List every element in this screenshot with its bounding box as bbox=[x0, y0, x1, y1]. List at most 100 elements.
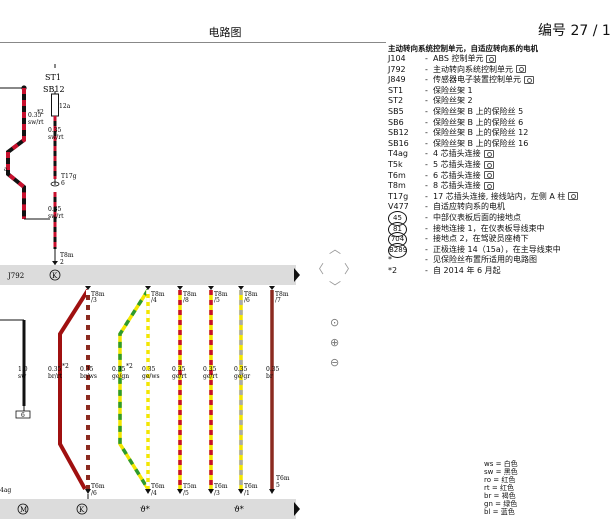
sensor-symbol-1: ϑ* bbox=[140, 505, 150, 514]
camera-icon[interactable] bbox=[486, 54, 497, 63]
wire-size-label: 0.35 bbox=[203, 366, 217, 373]
upper-pin-number: /6 bbox=[244, 297, 250, 304]
component-band-j792 bbox=[0, 265, 296, 285]
page-number: 编号 27 / 1 bbox=[538, 23, 610, 39]
camera-icon[interactable] bbox=[483, 160, 494, 169]
legend-dash: - bbox=[425, 149, 428, 159]
legend-dash: - bbox=[425, 202, 428, 212]
svg-text:sw/rt: sw/rt bbox=[48, 134, 64, 141]
lower-pin-number: /4 bbox=[151, 490, 157, 497]
legend-dash: - bbox=[425, 244, 428, 254]
camera-icon[interactable] bbox=[483, 181, 494, 190]
header-divider bbox=[0, 42, 386, 43]
camera-icon[interactable] bbox=[524, 75, 534, 84]
wire-size-label: 0.35 bbox=[234, 366, 248, 373]
legend-dash: - bbox=[425, 170, 428, 180]
band-arrow-right bbox=[294, 268, 300, 282]
legend-desc: 6 芯插头连接 bbox=[433, 171, 494, 181]
lower-pin-label: T5m bbox=[183, 483, 197, 490]
legend-code: T17g bbox=[388, 191, 409, 201]
label-j792: J792 bbox=[7, 272, 24, 280]
upper-pin-number: /3 bbox=[91, 297, 97, 304]
pan-left-button[interactable]: 〈 bbox=[312, 262, 325, 276]
camera-icon[interactable] bbox=[516, 65, 526, 74]
wire-ge-gn bbox=[118, 289, 150, 490]
zoom-fit-button[interactable]: ⊙ bbox=[330, 316, 340, 329]
legend-dash: - bbox=[425, 160, 428, 169]
legend-dash: - bbox=[425, 85, 428, 95]
upper-pin-number: /7 bbox=[275, 297, 281, 304]
upper-pin-label: T8m bbox=[275, 291, 289, 298]
legend-dash: - bbox=[425, 54, 428, 63]
wire-color-label: ge/gn bbox=[112, 373, 129, 380]
camera-icon[interactable] bbox=[483, 149, 494, 158]
legend-code: J104 bbox=[388, 54, 406, 63]
legend-code: J792 bbox=[388, 64, 406, 74]
color-key-item: sw = 黑色 bbox=[484, 468, 518, 476]
legend-desc: 4 芯插头连接 bbox=[433, 149, 494, 159]
legend-code: * bbox=[388, 255, 392, 265]
svg-text:sw/rt: sw/rt bbox=[48, 213, 64, 220]
legend-dash: - bbox=[425, 117, 428, 127]
legend-desc: 接地点 2，在驾驶员座椅下 bbox=[433, 234, 529, 244]
legend-code: ST2 bbox=[388, 96, 404, 106]
color-key-item: bl = 蓝色 bbox=[484, 508, 515, 516]
zoom-in-button[interactable]: ⊕ bbox=[330, 336, 340, 349]
legend-desc: 保险丝架 B 上的保险丝 5 bbox=[433, 107, 524, 116]
connector-t17g bbox=[50, 181, 60, 187]
legend-desc: 保险丝架 B 上的保险丝 12 bbox=[433, 128, 529, 138]
svg-text:M: M bbox=[20, 506, 27, 514]
pan-down-button[interactable]: ﹀ bbox=[329, 280, 342, 294]
camera-icon[interactable] bbox=[483, 171, 494, 180]
legend-dash: - bbox=[425, 138, 428, 148]
page-title: 电路图 bbox=[208, 26, 242, 39]
svg-text:0.35: 0.35 bbox=[48, 127, 62, 134]
legend-desc: 5 芯插头连接 bbox=[433, 160, 494, 170]
wire-color-label: br bbox=[266, 373, 273, 380]
wiring-diagram: K 6 M ST1 SB12 12a 0.35 *2 sw/rt 0.35 sw… bbox=[0, 64, 300, 519]
color-key-item: gn = 绿色 bbox=[484, 500, 518, 508]
legend-desc: 接地连接 1，在仪表板导线束中 bbox=[433, 223, 545, 233]
legend-desc: 自 2014 年 6 月起 bbox=[433, 266, 501, 275]
legend-dash: - bbox=[425, 181, 428, 191]
wire-size-label: 0.35 bbox=[112, 366, 126, 373]
legend-desc: 17 芯插头连接, 接线站内，左侧 A 柱 bbox=[433, 192, 579, 202]
upper-pin-number: /8 bbox=[183, 297, 189, 304]
upper-pin-arrows bbox=[85, 286, 275, 494]
lower-pin-number: /6 bbox=[91, 490, 97, 497]
legend-code: T8m bbox=[388, 181, 406, 191]
wire-sw-rt-left bbox=[6, 88, 26, 219]
band-arrow-right-bottom bbox=[294, 502, 300, 516]
zoom-out-button[interactable]: ⊖ bbox=[330, 356, 340, 369]
legend-dash: - bbox=[425, 107, 428, 116]
wire-size-label: 0.35 bbox=[172, 366, 186, 373]
wire-color-label: ge/rt bbox=[172, 373, 187, 380]
legend-code: SB16 bbox=[388, 138, 409, 148]
svg-text:0.35: 0.35 bbox=[48, 206, 62, 213]
camera-icon[interactable] bbox=[568, 192, 579, 201]
svg-text:6: 6 bbox=[61, 180, 65, 187]
upper-pin-label: T8m bbox=[151, 291, 165, 298]
upper-pin-number: /5 bbox=[214, 297, 220, 304]
wire-color-label: ge/ws bbox=[142, 373, 160, 380]
pan-right-button[interactable]: 〉 bbox=[344, 262, 357, 276]
wire-br-rt bbox=[58, 288, 90, 490]
legend-code: T6m bbox=[388, 170, 406, 180]
legend-code: B289 bbox=[388, 242, 407, 258]
svg-text:5: 5 bbox=[276, 482, 280, 489]
svg-text:4ag: 4ag bbox=[0, 487, 11, 494]
ground-symbol-m bbox=[17, 503, 29, 515]
lower-pin-label: T6m bbox=[151, 483, 165, 490]
legend-dash: - bbox=[425, 128, 428, 138]
pan-up-button[interactable]: ︿ bbox=[329, 242, 342, 256]
svg-text:K: K bbox=[79, 506, 85, 514]
legend-dash: - bbox=[425, 64, 428, 74]
legend-desc: 中部仪表板后面的接地点 bbox=[433, 213, 521, 222]
legend-code: SB6 bbox=[388, 117, 404, 127]
upper-pin-number: /4 bbox=[151, 297, 157, 304]
color-key-item: rt = 红色 bbox=[484, 484, 514, 492]
fuse-sb12 bbox=[51, 93, 59, 117]
lower-pin-number: /1 bbox=[244, 490, 250, 497]
